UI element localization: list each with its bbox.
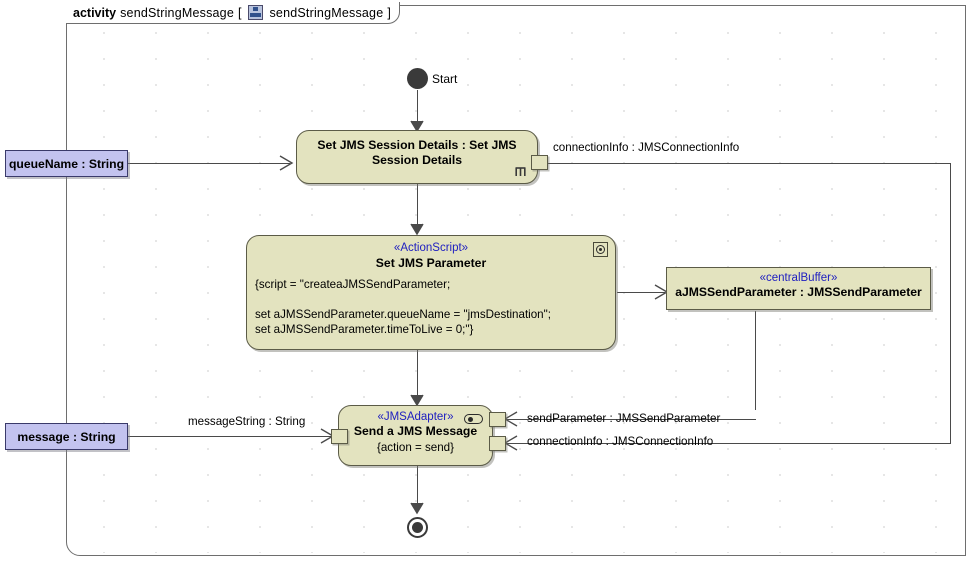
edge-session-to-setparam: [417, 184, 419, 233]
edge-label-connection-info-top: connectionInfo : JMSConnectionInfo: [553, 141, 740, 154]
edge-buffer-down: [755, 311, 757, 410]
edge-label-connection-info-bottom: connectionInfo : JMSConnectionInfo: [527, 435, 714, 448]
action-set-jms-parameter-label: Set JMS Parameter: [375, 256, 487, 270]
input-pin-send-parameter[interactable]: [489, 412, 506, 427]
start-label: Start: [432, 72, 458, 86]
adapter-pill-icon: [464, 414, 483, 424]
activity-parameter-queuename-label: queueName : String: [8, 156, 125, 171]
action-send-a-jms-message[interactable]: «JMSAdapter» Send a JMS Message {action …: [338, 405, 493, 466]
action-set-jms-parameter-body-line-4: set aJMSSendParameter.timeToLive = 0;"}: [255, 323, 474, 336]
output-pin-connection-info[interactable]: [531, 155, 548, 170]
edge-connectioninfo-right: [950, 163, 952, 443]
activity-final-inner: [412, 522, 423, 533]
input-pin-connection-info[interactable]: [489, 436, 506, 451]
edge-connectioninfo-top: [548, 163, 951, 165]
central-buffer-stereotype: «centralBuffer»: [759, 272, 838, 284]
initial-node[interactable]: [407, 68, 428, 89]
edge-setparam-to-buffer: [617, 292, 665, 294]
script-gear-icon: [593, 242, 608, 257]
frame-bracket-open: [: [237, 5, 242, 20]
action-set-jms-parameter-stereotype: «ActionScript»: [393, 242, 469, 254]
rake-icon: [515, 167, 526, 176]
frame-parameter-name: sendStringMessage: [269, 5, 384, 20]
input-pin-message-string[interactable]: [331, 429, 348, 444]
edge-message-to-send: [128, 436, 331, 438]
action-send-a-jms-message-body: {action = send}: [376, 441, 455, 454]
central-buffer-ajmssendparameter[interactable]: «centralBuffer» aJMSSendParameter : JMSS…: [666, 267, 931, 310]
action-set-jms-session-details-label: Set JMS Session Details : Set JMS Sessio…: [317, 138, 517, 167]
edge-label-send-parameter: sendParameter : JMSSendParameter: [527, 412, 721, 425]
frame-keyword: activity: [73, 5, 117, 20]
action-set-jms-parameter-body-line-3: set aJMSSendParameter.queueName = "jmsDe…: [255, 308, 551, 321]
activity-frame: [66, 5, 966, 556]
activity-parameter-message-label: message : String: [17, 429, 116, 444]
action-set-jms-parameter[interactable]: «ActionScript» Set JMS Parameter {script…: [246, 235, 616, 350]
central-buffer-label: aJMSSendParameter : JMSSendParameter: [675, 285, 922, 299]
action-set-jms-parameter-body-line-1: {script = "createaJMSSendParameter;: [255, 278, 451, 291]
activity-frame-header: activity sendStringMessage [ sendStringM…: [66, 2, 400, 24]
frame-bracket-close: ]: [387, 5, 391, 20]
action-send-a-jms-message-label: Send a JMS Message: [353, 424, 478, 438]
edge-send-to-final: [417, 466, 419, 512]
action-set-jms-parameter-body-line-2: [255, 292, 615, 307]
edge-start-to-session: [417, 90, 419, 130]
edge-queuename-to-session: [128, 163, 290, 165]
frame-activity-name: sendStringMessage: [120, 5, 234, 20]
action-set-jms-session-details[interactable]: Set JMS Session Details : Set JMS Sessio…: [296, 130, 538, 184]
activity-parameter-queuename[interactable]: queueName : String: [5, 150, 128, 177]
edge-label-message-string: messageString : String: [188, 415, 306, 428]
edge-setparam-to-send: [417, 350, 419, 404]
activity-parameter-message[interactable]: message : String: [5, 423, 128, 450]
activity-diagram-icon: [248, 5, 264, 20]
